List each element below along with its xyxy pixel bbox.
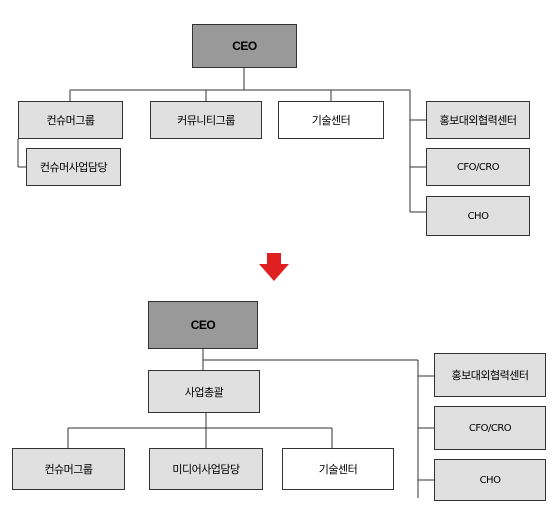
bottom-consumer-group-box: 컨슈머그룹 [12, 448, 125, 490]
top-community-group-label: 커뮤니티그룹 [177, 114, 235, 127]
top-consumer-business-label: 컨슈머사업담당 [39, 161, 108, 174]
top-consumer-group-label: 컨슈머그룹 [46, 114, 95, 127]
top-ceo-box: CEO [192, 24, 297, 68]
top-cho-box: CHO [426, 196, 530, 236]
top-community-group-box: 커뮤니티그룹 [150, 101, 262, 139]
top-cfo-cro-box: CFO/CRO [426, 148, 530, 186]
bottom-cho-label: CHO [479, 474, 501, 486]
top-pr-center-label: 홍보대외협력센터 [439, 114, 517, 127]
bottom-tech-center-box: 기술센터 [282, 448, 394, 490]
bottom-media-business-label: 미디어사업담당 [172, 463, 240, 476]
top-tech-center-label: 기술센터 [311, 114, 351, 127]
top-consumer-group-box: 컨슈머그룹 [18, 101, 123, 139]
top-cfo-cro-label: CFO/CRO [456, 161, 500, 173]
top-pr-center-box: 홍보대외협력센터 [426, 101, 530, 139]
bottom-cfo-cro-box: CFO/CRO [434, 406, 546, 450]
bottom-cho-box: CHO [434, 459, 546, 501]
bottom-consumer-group-label: 컨슈머그룹 [44, 463, 93, 476]
bottom-tech-center-label: 기술센터 [318, 463, 358, 476]
bottom-pr-center-box: 홍보대외협력센터 [434, 353, 546, 397]
bottom-media-business-box: 미디어사업담당 [149, 448, 263, 490]
bottom-ceo-label: CEO [190, 318, 216, 332]
top-consumer-business-box: 컨슈머사업담당 [26, 148, 121, 186]
bottom-pr-center-label: 홍보대외협력센터 [451, 369, 529, 382]
transition-arrow-icon [259, 253, 289, 281]
bottom-business-head-label: 사업총괄 [184, 385, 224, 399]
bottom-cfo-cro-label: CFO/CRO [468, 422, 512, 434]
top-ceo-label: CEO [232, 39, 257, 53]
top-cho-label: CHO [467, 210, 489, 222]
bottom-business-head-box: 사업총괄 [148, 370, 260, 413]
top-tech-center-box: 기술센터 [278, 101, 384, 139]
bottom-ceo-box: CEO [148, 301, 258, 349]
